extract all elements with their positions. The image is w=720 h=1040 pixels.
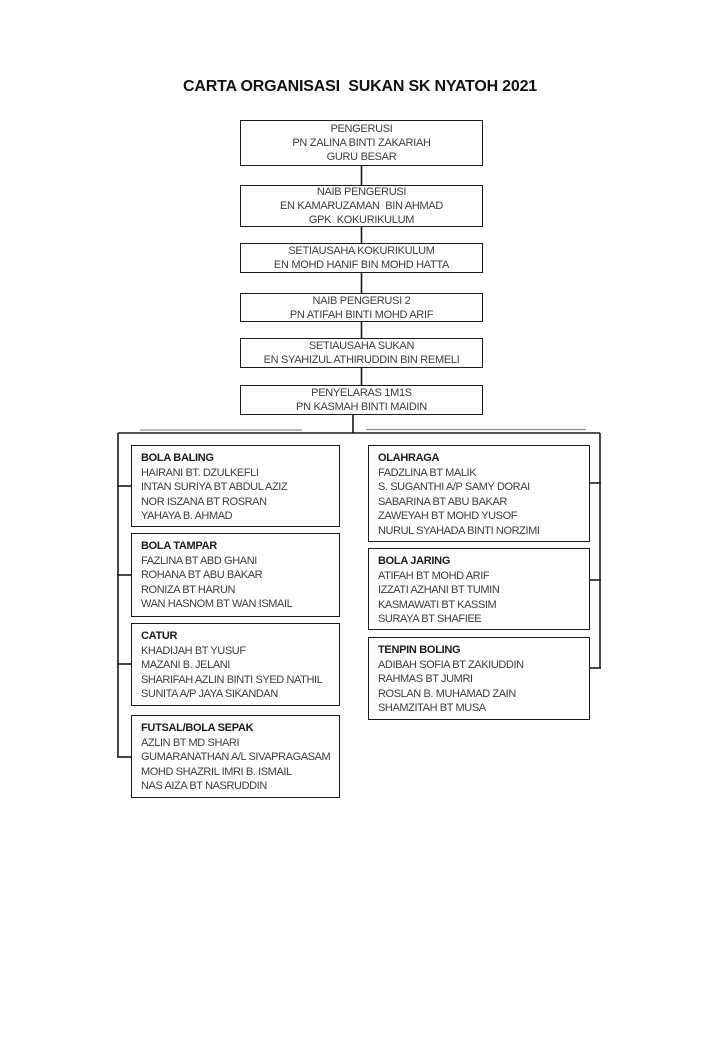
member-name: NURUL SYAHADA BINTI NORZIMI [378, 524, 540, 537]
committee-box-bola-tampar: BOLA TAMPAR FAZLINA BT ABD GHANI ROHANA … [131, 533, 340, 617]
hierarchy-box-setiausaha-kokurikulum: SETIAUSAHA KOKURIKULUM EN MOHD HANIF BIN… [240, 243, 483, 273]
role-label: SETIAUSAHA KOKURIKULUM [288, 245, 435, 257]
post-label: GPK KOKURIKULUM [308, 214, 415, 226]
hierarchy-box-pengerusi: PENGERUSI PN ZALINA BINTI ZAKARIAH GURU … [240, 120, 483, 166]
member-name: MOHD SHAZRIL IMRI B. ISMAIL [141, 765, 292, 778]
member-name: KASMAWATI BT KASSIM [378, 598, 497, 611]
member-name: KHADIJAH BT YUSUF [141, 644, 246, 657]
member-name: WAN HASNOM BT WAN ISMAIL [141, 598, 293, 610]
member-name: SABARINA BT ABU BAKAR [378, 495, 507, 508]
member-name: S. SUGANTHI A/P SAMY DORAI [378, 481, 530, 493]
member-name: ROSLAN B. MUHAMAD ZAIN [378, 687, 516, 700]
member-name: SHAMZITAH BT MUSA [378, 702, 486, 714]
committee-title: FUTSAL/BOLA SEPAK [141, 722, 254, 734]
member-name: HAIRANI BT. DZULKEFLI [141, 466, 259, 479]
member-name: GUMARANATHAN A/L SIVAPRAGASAM [141, 751, 331, 763]
person-name: EN KAMARUZAMAN BIN AHMAD [279, 200, 444, 212]
role-label: PENGERUSI [330, 123, 393, 135]
committee-title: BOLA BALING [141, 452, 214, 464]
committee-box-futsal-bola-sepak: FUTSAL/BOLA SEPAK AZLIN BT MD SHARI GUMA… [131, 715, 340, 798]
hierarchy-box-naib-pengerusi: NAIB PENGERUSI EN KAMARUZAMAN BIN AHMAD … [240, 185, 483, 227]
committee-title: BOLA JARING [378, 555, 451, 567]
committee-box-bola-jaring: BOLA JARING ATIFAH BT MOHD ARIF IZZATI A… [368, 548, 590, 630]
committee-title: OLAHRAGA [378, 452, 440, 464]
member-name: AZLIN BT MD SHARI [141, 736, 240, 749]
member-name: SURAYA BT SHAFIEE [378, 613, 482, 625]
person-name: PN ATIFAH BINTI MOHD ARIF [289, 308, 434, 321]
member-name: MAZANI B. JELANI [141, 659, 230, 671]
member-name: IZZATI AZHANI BT TUMIN [378, 584, 500, 596]
member-name: INTAN SURIYA BT ABDUL AZIZ [141, 481, 288, 493]
role-label: PENYELARAS 1M1S [311, 387, 412, 399]
committee-box-bola-baling: BOLA BALING HAIRANI BT. DZULKEFLI INTAN … [131, 445, 340, 527]
member-name: FADZLINA BT MALIK [378, 466, 477, 479]
committee-title: TENPIN BOLING [378, 644, 461, 656]
member-name: YAHAYA B. AHMAD [141, 510, 233, 522]
member-name: RAHMAS BT JUMRI [378, 673, 473, 685]
member-name: SUNITA A/P JAYA SIKANDAN [141, 688, 278, 700]
member-name: ADIBAH SOFIA BT ZAKIUDDIN [378, 658, 524, 671]
hierarchy-box-penyelaras-1m1s: PENYELARAS 1M1S PN KASMAH BINTI MAIDIN [240, 385, 483, 415]
member-name: SHARIFAH AZLIN BINTI SYED NATHIL [141, 673, 323, 686]
role-label: SETIAUSAHA SUKAN [308, 340, 415, 352]
member-name: ATIFAH BT MOHD ARIF [378, 569, 490, 582]
person-name: EN SYAHIZUL ATHIRUDDIN BIN REMELI [263, 354, 460, 366]
member-name: RONIZA BT HARUN [141, 583, 236, 596]
committee-box-catur: CATUR KHADIJAH BT YUSUF MAZANI B. JELANI… [131, 623, 340, 706]
hierarchy-box-setiausaha-sukan: SETIAUSAHA SUKAN EN SYAHIZUL ATHIRUDDIN … [240, 338, 483, 368]
person-name: PN ZALINA BINTI ZAKARIAH [292, 137, 431, 149]
member-name: NAS AIZA BT NASRUDDIN [141, 780, 267, 792]
person-name: EN MOHD HANIF BIN MOHD HATTA [273, 259, 450, 271]
member-name: NOR ISZANA BT ROSRAN [141, 495, 267, 508]
committee-box-olahraga: OLAHRAGA FADZLINA BT MALIK S. SUGANTHI A… [368, 445, 590, 542]
committee-title: CATUR [141, 630, 178, 642]
member-name: FAZLINA BT ABD GHANI [141, 554, 257, 567]
person-name: PN KASMAH BINTI MAIDIN [296, 401, 427, 413]
committee-title: BOLA TAMPAR [141, 540, 217, 552]
member-name: ROHANA BT ABU BAKAR [141, 569, 263, 581]
role-label: NAIB PENGERUSI 2 [312, 294, 411, 307]
chart-title: CARTA ORGANISASI SUKAN SK NYATOH 2021 [183, 78, 537, 95]
member-name: ZAWEYAH BT MOHD YUSOF [378, 510, 518, 522]
committee-box-tenpin-boling: TENPIN BOLING ADIBAH SOFIA BT ZAKIUDDIN … [368, 637, 590, 720]
post-label: GURU BESAR [326, 151, 397, 163]
hierarchy-box-naib-pengerusi-2: NAIB PENGERUSI 2 PN ATIFAH BINTI MOHD AR… [240, 293, 483, 322]
role-label: NAIB PENGERUSI [316, 186, 407, 198]
